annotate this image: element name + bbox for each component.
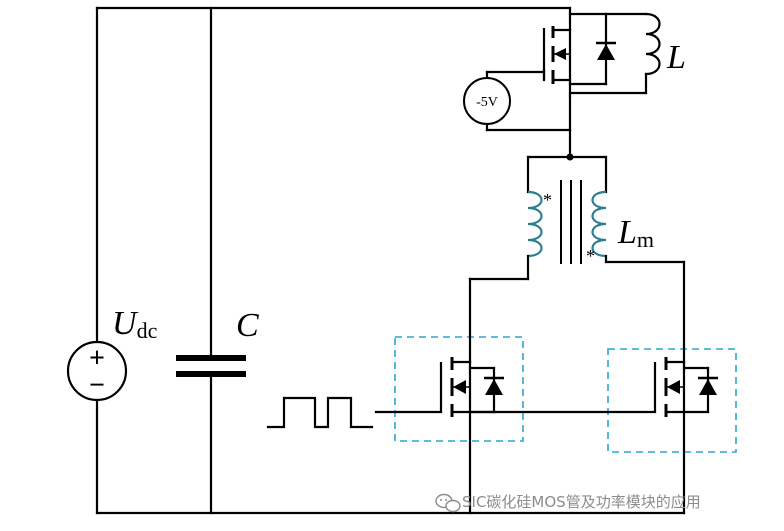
capacitor-plate-bottom [176,371,246,377]
capacitor-label: C [236,307,259,344]
inductor-l-coil [644,12,661,76]
watermark: SIC碳化硅MOS管及功率模块的应用 [435,493,701,513]
lm-label: Lm [617,214,654,252]
dot-secondary: * [586,246,595,266]
udc-label-sub: dc [137,318,158,343]
pulse-waveform-icon [266,396,374,429]
capacitor: C [176,307,259,377]
secondary-coil [591,190,607,258]
left-mosfet-dashed-box [394,336,524,442]
dc-source-circle [66,340,128,402]
neg5v-source-label: -5V [476,95,498,110]
right-mos-arrow-icon [667,380,680,394]
left-mos-arrow-icon [453,380,466,394]
plus-sign: + [89,343,105,374]
dot-primary: * [543,190,552,210]
udc-label: Udc [112,305,158,343]
minus-sign: − [89,370,105,401]
top-mosfet: L -5V [463,6,686,159]
coupled-inductor: * * Lm [468,153,686,281]
inductor-label: L [666,39,686,76]
dc-source: + − Udc [66,305,158,402]
wechat-eye-1 [440,499,442,501]
top-mos-arrow-icon [554,48,566,60]
lm-label-main: L [617,214,637,251]
wechat-eye-2 [445,499,447,501]
capacitor-plate-top [176,355,246,361]
primary-coil [527,190,543,258]
udc-label-main: U [112,305,139,342]
right-diode-icon [699,379,717,395]
wechat-bubble-2 [445,499,461,513]
main-wires [95,6,686,515]
lm-label-sub: m [637,227,654,252]
left-mosfet [374,277,524,515]
left-diode-icon [485,379,503,395]
watermark-text: SIC碳化硅MOS管及功率模块的应用 [462,493,701,511]
top-diode-icon [597,44,615,60]
wechat-icon [435,493,461,513]
right-mosfet [468,260,737,515]
right-mosfet-dashed-box [607,348,737,453]
